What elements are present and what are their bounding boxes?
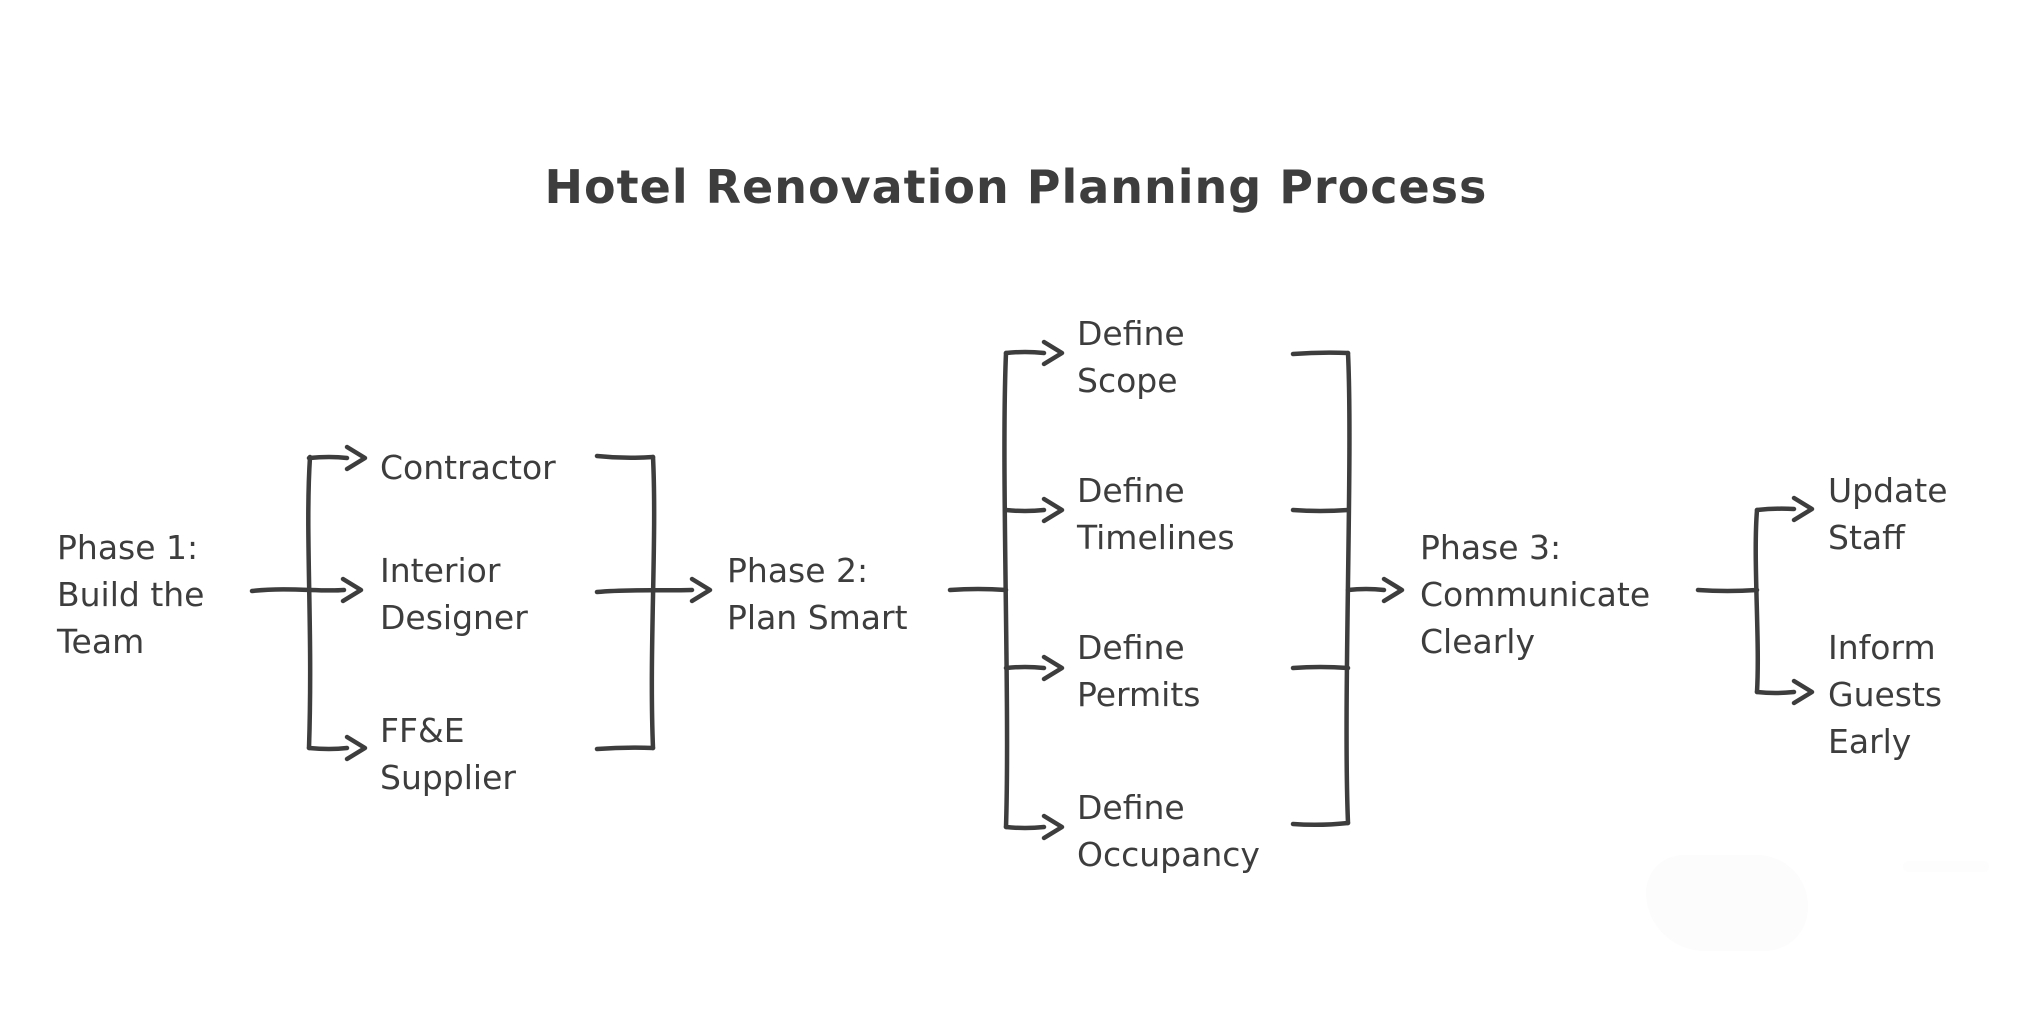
arrow-branch-to-ffe-supplier (306, 734, 368, 762)
faint-watermark-artifact (1646, 855, 1808, 951)
arrow-branch-to-define-scope (1003, 339, 1065, 367)
arrow-collector-to-phase3 (1345, 576, 1405, 604)
line-phase3-to-fanout (1695, 587, 1760, 594)
node-phase2: Phase 2: Plan Smart (727, 551, 908, 637)
bracket-phase2-fanout-vertical (1002, 350, 1010, 830)
diagram-title: Hotel Renovation Planning Process (544, 160, 1488, 214)
arrow-branch-to-inform-guests (1754, 678, 1815, 706)
line-occupancy-to-collector (1290, 820, 1351, 828)
node-phase1: Phase 1: Build the Team (57, 528, 205, 661)
arrow-phase1-to-interior-designer (249, 576, 364, 604)
node-inform-guests-early: Inform Guests Early (1828, 628, 1943, 761)
bracket-phase1-fanout-vertical (306, 454, 313, 751)
arrow-branch-to-contractor (306, 444, 368, 472)
arrow-branch-to-define-permits (1003, 654, 1065, 682)
faint-watermark-artifact-strip (1903, 861, 1989, 872)
bracket-team-collector-vertical (649, 454, 657, 751)
node-update-staff: Update Staff (1828, 471, 1948, 557)
arrow-branch-to-update-staff (1754, 495, 1815, 523)
node-define-scope: Define Scope (1077, 314, 1185, 400)
node-define-occupancy: Define Occupancy (1077, 788, 1260, 874)
line-ffe-to-collector (594, 745, 656, 752)
line-phase2-to-fanout (947, 586, 1009, 593)
bracket-plan-collector-vertical (1344, 350, 1352, 826)
arrow-collector-to-phase2 (594, 576, 713, 604)
node-contractor: Contractor (380, 448, 556, 487)
bracket-phase3-fanout-vertical (1753, 507, 1761, 695)
node-define-permits: Define Permits (1077, 628, 1201, 714)
arrow-branch-to-define-occupancy (1003, 813, 1065, 841)
line-contractor-to-collector (594, 453, 656, 461)
line-scope-to-collector (1290, 350, 1351, 357)
arrow-branch-to-define-timelines (1003, 496, 1065, 524)
line-permits-to-collector (1290, 664, 1351, 671)
node-define-timelines: Define Timelines (1077, 471, 1235, 557)
node-ffe-supplier: FF&E Supplier (380, 711, 516, 797)
node-phase3: Phase 3: Communicate Clearly (1420, 528, 1651, 661)
node-interior-designer: Interior Designer (380, 551, 528, 637)
line-timelines-to-collector (1290, 507, 1351, 514)
